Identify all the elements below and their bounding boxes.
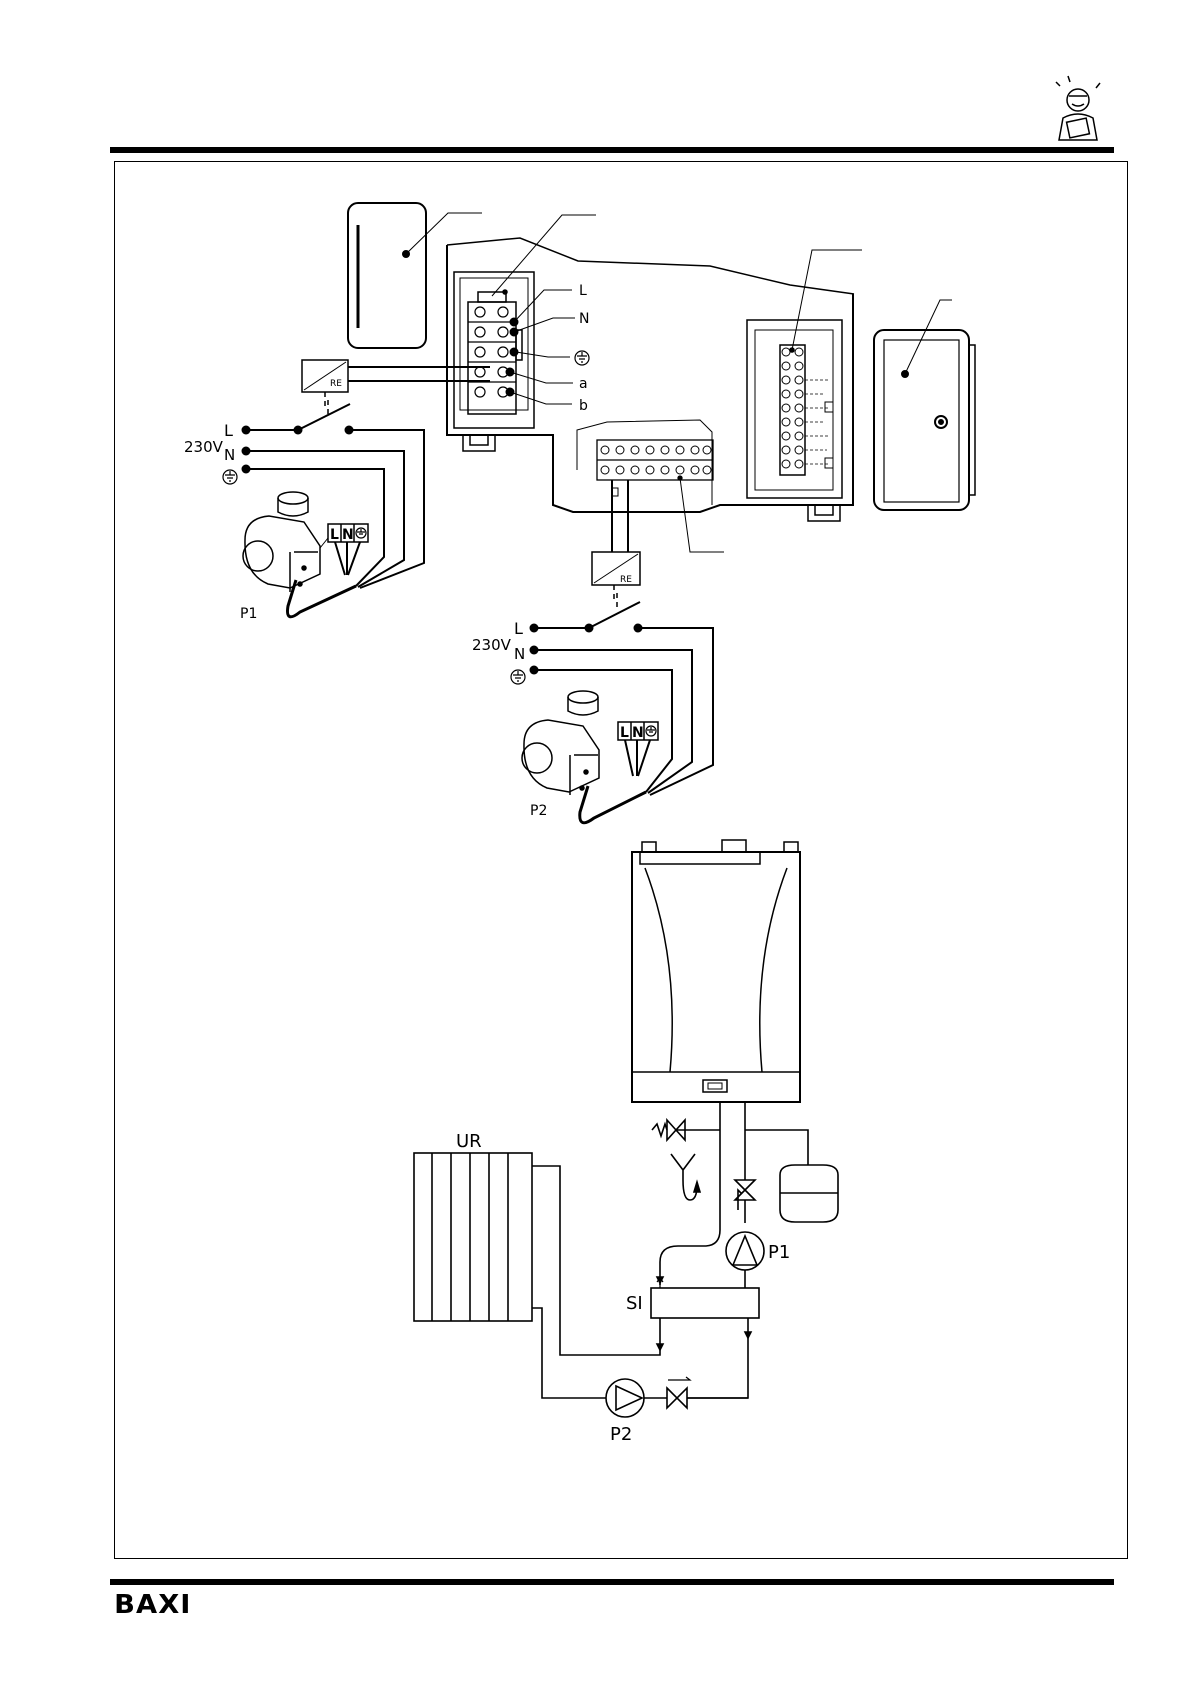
pump-terminal-N-left: N bbox=[342, 527, 354, 543]
wire-label-L-left: L bbox=[224, 421, 233, 440]
ground-icon bbox=[222, 469, 238, 485]
safety-valve-icon bbox=[651, 1117, 702, 1201]
wire-label-L-right: L bbox=[514, 619, 523, 638]
ground-icon bbox=[574, 350, 590, 366]
radiator-label: UR bbox=[456, 1131, 482, 1152]
header-rule bbox=[110, 147, 1114, 153]
voltage-label-right: 230V bbox=[472, 636, 512, 654]
pump-icon bbox=[605, 1378, 645, 1418]
pump-label-P1-hydraulic: P1 bbox=[768, 1242, 790, 1263]
terminal-label-a: a bbox=[579, 376, 588, 392]
pump-terminal-N-right: N bbox=[632, 725, 644, 741]
voltage-label-left: 230V bbox=[184, 438, 224, 456]
footer-rule bbox=[110, 1579, 1114, 1585]
pump-icon bbox=[242, 491, 369, 592]
relay-label-right: RE bbox=[620, 575, 632, 585]
wire-label-N-right: N bbox=[514, 645, 525, 663]
separator-label: SI bbox=[626, 1293, 643, 1314]
wire-label-N-left: N bbox=[224, 446, 235, 464]
pump-icon bbox=[725, 1231, 765, 1271]
left-cover-panel bbox=[347, 202, 482, 349]
pump-icon bbox=[521, 690, 659, 795]
terminal-block-main bbox=[467, 214, 596, 415]
ground-icon bbox=[645, 725, 657, 737]
control-box bbox=[446, 237, 855, 522]
terminal-strip bbox=[596, 439, 724, 553]
right-cover-panel bbox=[873, 299, 976, 511]
hydraulic-separator bbox=[650, 1287, 760, 1319]
relay-icon bbox=[591, 551, 641, 586]
diagram-frame bbox=[114, 161, 1128, 1559]
mascot-icon bbox=[1055, 75, 1101, 141]
radiator bbox=[413, 1152, 533, 1322]
pump-terminal-L-right: L bbox=[620, 725, 629, 741]
check-valve-icon bbox=[733, 1179, 757, 1210]
expansion-vessel-icon bbox=[779, 1164, 839, 1223]
pump-label-P2: P2 bbox=[530, 803, 547, 819]
terminal-label-N: N bbox=[579, 311, 589, 327]
hydraulic-circuit bbox=[413, 1102, 839, 1418]
terminal-label-L: L bbox=[579, 283, 587, 299]
pump-label-P1: P1 bbox=[240, 606, 257, 622]
pump-label-P2-hydraulic: P2 bbox=[610, 1424, 632, 1445]
pump-terminal-L-left: L bbox=[330, 527, 339, 543]
terminal-label-b: b bbox=[579, 398, 588, 414]
check-valve-icon bbox=[666, 1376, 692, 1410]
ground-icon bbox=[510, 669, 526, 685]
ground-icon bbox=[355, 527, 367, 539]
brand-logo: BAXI bbox=[114, 1590, 192, 1620]
relay-label-left: RE bbox=[330, 379, 342, 389]
boiler-unit bbox=[631, 839, 801, 1103]
control-board bbox=[746, 249, 862, 499]
